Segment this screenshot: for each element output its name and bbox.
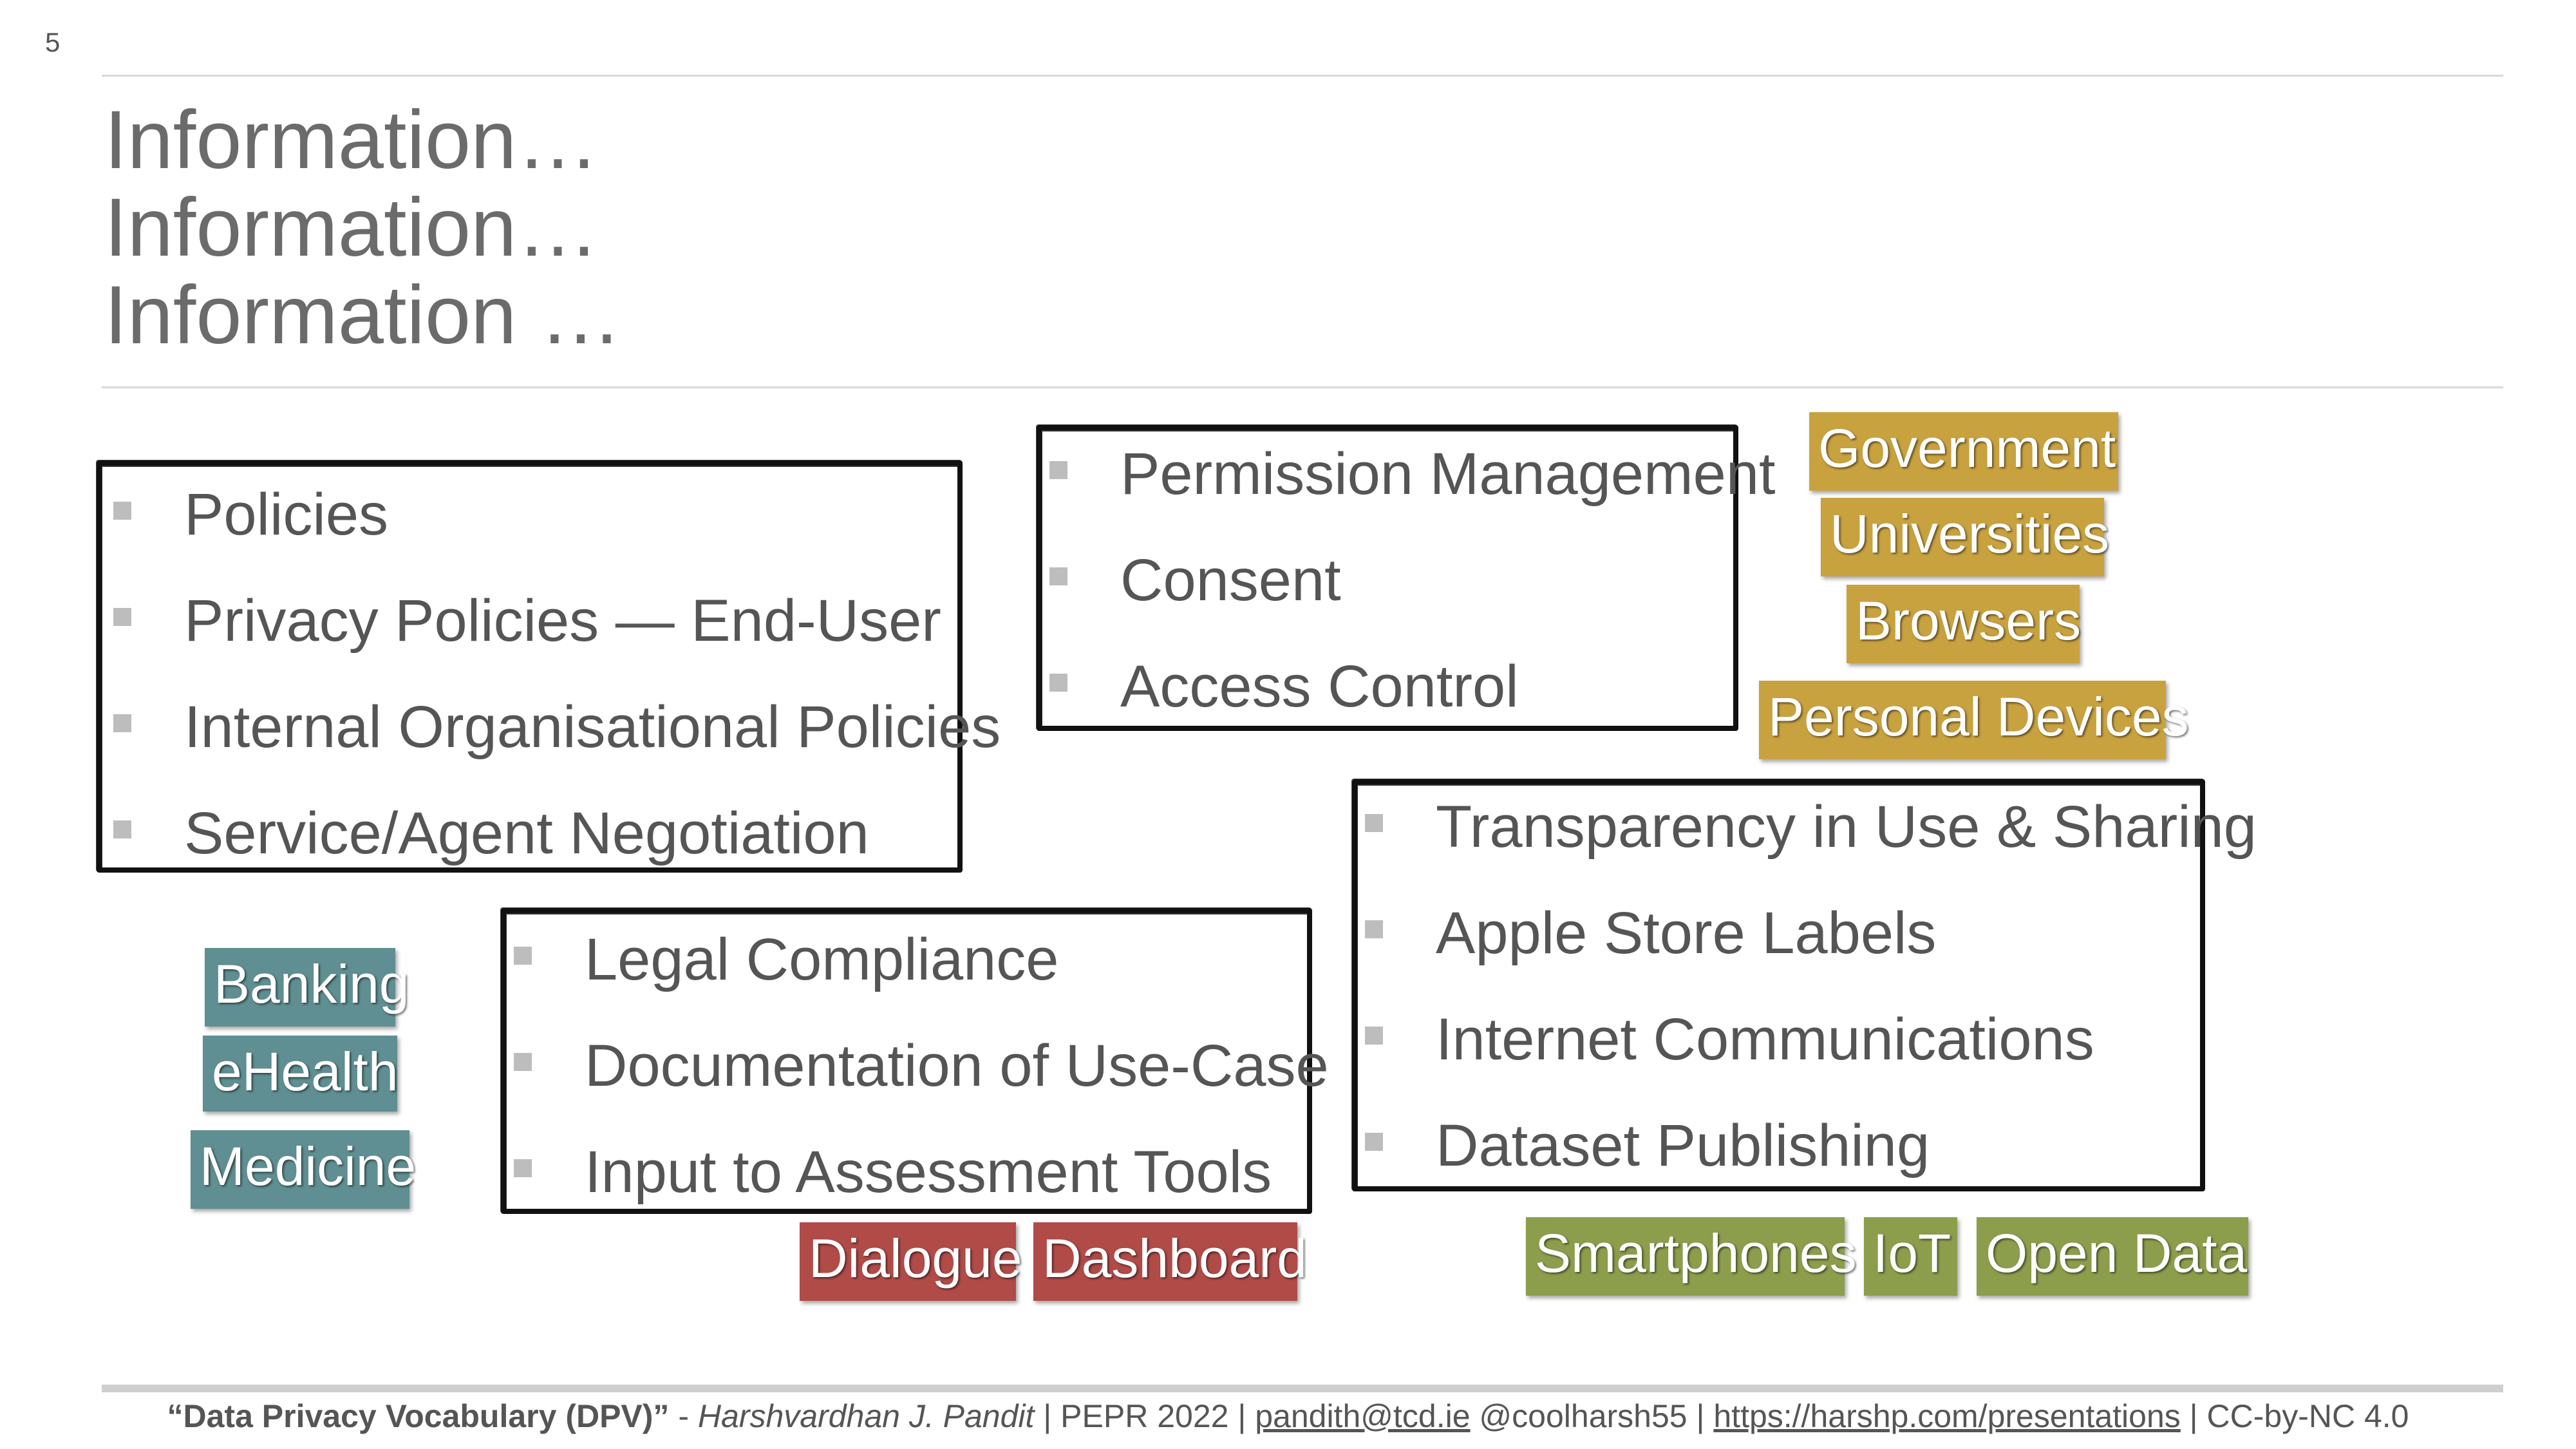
footer-event: | PEPR 2022 |: [1034, 1398, 1255, 1434]
transparency-box: Transparency in Use & Sharing Apple Stor…: [1352, 779, 2257, 1191]
tag-smartphones: Smartphones: [1526, 1217, 1857, 1296]
tag-medicine: Medicine: [191, 1130, 416, 1209]
tag-browsers: Browsers: [1847, 585, 2081, 663]
footer-title: “Data Privacy Vocabulary (DPV)”: [167, 1398, 670, 1434]
tag-banking: Banking: [205, 948, 409, 1027]
bullet-icon: [514, 1053, 532, 1071]
bullet-icon: [113, 608, 131, 626]
permissions-box: Permission Management Consent Access Con…: [1037, 425, 1776, 731]
title-line: Information…: [104, 182, 599, 274]
bullet-icon: [1365, 814, 1383, 832]
bullet-icon: [1365, 1027, 1383, 1045]
slide-title: Information… Information… Information …: [104, 97, 622, 359]
bullet-icon: [1049, 461, 1067, 479]
bullet-icon: [113, 820, 131, 838]
bullet-icon: [1049, 567, 1067, 585]
tag-ehealth: eHealth: [203, 1036, 399, 1112]
title-line: Information …: [104, 269, 622, 361]
bullet-icon: [1365, 920, 1383, 938]
bullet-icon: [1365, 1133, 1383, 1151]
bullet-icon: [1049, 674, 1067, 692]
footer-email-link[interactable]: pandith@tcd.ie: [1255, 1398, 1471, 1434]
top-divider: [102, 75, 2503, 77]
bullet-icon: [514, 947, 532, 965]
footer-url-link[interactable]: https://harshp.com/presentations: [1713, 1398, 2181, 1434]
tag-dashboard: Dashboard: [1033, 1222, 1307, 1301]
slide-number: 5: [45, 27, 61, 57]
footer-handle: @coolharsh55 |: [1470, 1398, 1714, 1434]
tag-universities: Universities: [1821, 498, 2109, 576]
footer-license: | CC-by-NC 4.0: [2180, 1398, 2409, 1434]
footer: “Data Privacy Vocabulary (DPV)” - Harshv…: [0, 1397, 2576, 1435]
footer-divider: [102, 1385, 2503, 1392]
footer-author: Harshvardhan J. Pandit: [697, 1398, 1035, 1434]
compliance-box: Legal Compliance Documentation of Use-Ca…: [501, 908, 1329, 1214]
bullet-icon: [514, 1159, 532, 1177]
tag-government: Government: [1809, 412, 2118, 491]
tag-iot: IoT: [1864, 1217, 1957, 1296]
policies-box: Policies Privacy Policies — End-User Int…: [97, 460, 1001, 873]
title-divider: [102, 386, 2503, 388]
footer-separator: -: [669, 1398, 698, 1434]
bullet-icon: [113, 502, 131, 520]
tag-open-data: Open Data: [1977, 1217, 2248, 1296]
title-line: Information…: [104, 94, 599, 186]
tag-dialogue: Dialogue: [800, 1222, 1022, 1301]
tag-personal-devices: Personal Devices: [1759, 681, 2189, 759]
bullet-icon: [113, 714, 131, 732]
